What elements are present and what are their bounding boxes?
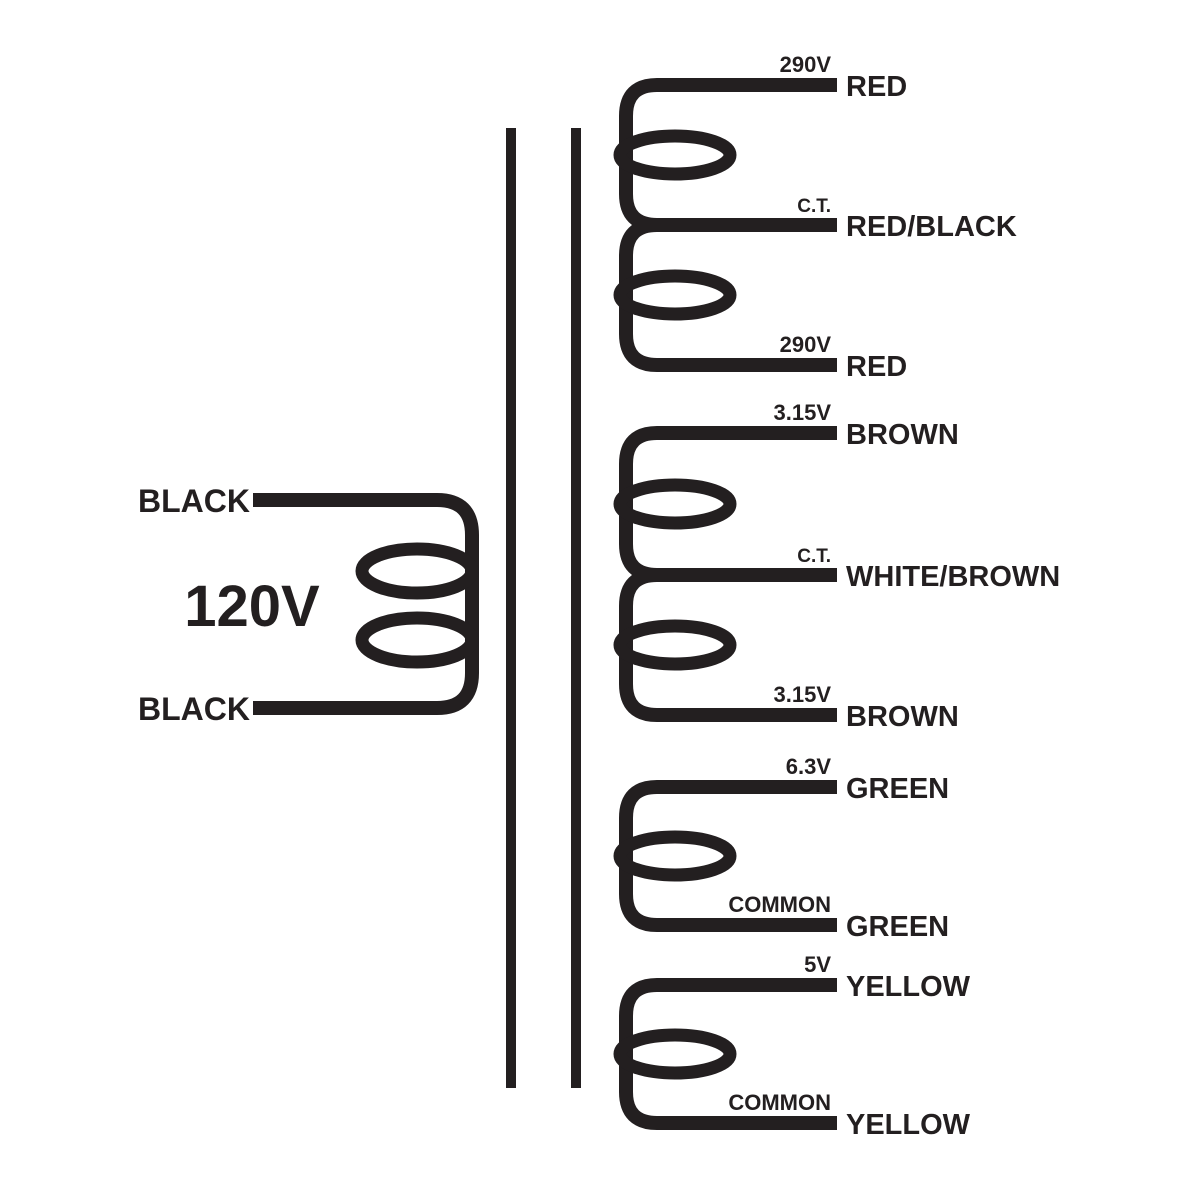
secondary-1-lead-3-wire-label: RED [846,351,907,383]
labels: BLACK 120V BLACK 290V RED C.T. RED/BLACK… [138,52,1060,1141]
secondary-1-lead-3-tap-label: 290V [780,332,832,357]
secondary-4-lead-2-tap-label: COMMON [728,1090,831,1115]
wiring [253,78,837,1130]
secondary-1-coil-body [619,78,837,372]
secondary-2-lead-1-wire-label: BROWN [846,419,959,451]
primary-coil-body [253,493,479,715]
secondary-3-lead-1-wire-label: GREEN [846,773,949,805]
secondary-2-lead-2-wire-label: WHITE/BROWN [846,561,1060,593]
secondary-1-lead-2-tap-label: C.T. [797,196,831,217]
secondary-2-coil-loop-2 [613,619,737,671]
secondary-1-lead-1-wire-label: RED [846,71,907,103]
secondary-1-coil-loop-1 [613,129,737,181]
secondary-3-lead-2-tap-label: COMMON [728,892,831,917]
transformer-core [506,128,581,1088]
secondary-1-lead-2-wire-label: RED/BLACK [846,211,1017,243]
secondary-2-lead-2-tap-label: C.T. [797,546,831,567]
secondary-winding-2 [613,426,837,722]
secondary-4-lead-2-wire-label: YELLOW [846,1109,971,1141]
secondary-winding-3 [613,780,837,932]
primary-winding [253,493,479,715]
secondary-winding-1 [613,78,837,372]
secondary-2-lead-1-tap-label: 3.15V [774,400,832,425]
secondary-4-lead-1-tap-label: 5V [804,952,831,977]
secondary-2-lead-3-tap-label: 3.15V [774,682,832,707]
secondary-4-coil-loop-1 [613,1028,737,1080]
primary-lead-bottom-label: BLACK [138,691,250,727]
secondary-winding-4 [613,978,837,1130]
secondary-4-lead-1-wire-label: YELLOW [846,971,971,1003]
secondary-2-coil-loop-1 [613,478,737,530]
primary-coil-loop-1 [355,542,479,600]
primary-coil-loop-2 [355,611,479,669]
secondary-3-lead-2-wire-label: GREEN [846,911,949,943]
secondary-2-lead-3-wire-label: BROWN [846,701,959,733]
secondary-3-lead-1-tap-label: 6.3V [786,754,832,779]
secondary-1-lead-1-tap-label: 290V [780,52,832,77]
primary-voltage-label: 120V [184,574,320,639]
primary-lead-top-label: BLACK [138,483,250,519]
secondary-2-coil-body [619,426,837,722]
secondary-3-coil-loop-1 [613,830,737,882]
secondary-1-coil-loop-2 [613,269,737,321]
